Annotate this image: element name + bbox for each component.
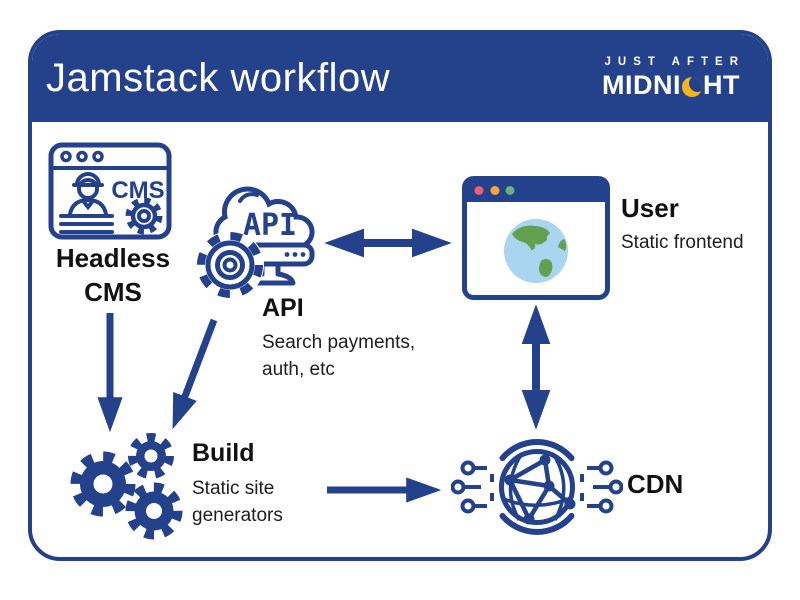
api-cloud-icon: API xyxy=(196,186,315,299)
user-node-label: User Static frontend xyxy=(621,193,744,256)
gear-icon xyxy=(70,451,136,517)
gear-icon xyxy=(125,482,183,540)
logo-midnight-pre: MIDNI xyxy=(602,70,681,101)
build-title: Build xyxy=(192,439,255,467)
cdn-title: CDN xyxy=(627,469,684,499)
person-icon xyxy=(68,172,108,216)
build-subtitle-line1: Static site xyxy=(192,478,275,499)
logo-midnight-post: HT xyxy=(703,70,740,101)
user-browser-icon xyxy=(462,176,610,300)
browser-titlebar xyxy=(464,178,608,202)
arrow-api-to-build xyxy=(172,318,218,430)
api-title: API xyxy=(262,294,304,322)
page-title: Jamstack workflow xyxy=(46,55,391,100)
user-title: User xyxy=(621,193,679,223)
build-node-label: Build Static site generators xyxy=(192,438,283,529)
build-subtitle-line2: generators xyxy=(192,505,283,526)
api-subtitle-line1: Search payments, xyxy=(262,332,416,353)
api-subtitle-line2: auth, etc xyxy=(262,359,335,380)
cms-title-line1: Headless xyxy=(55,243,171,273)
crescent-moon-icon xyxy=(682,76,702,97)
logo-line1: JUST AFTER xyxy=(604,55,745,68)
cms-node-label: Headless CMS xyxy=(40,241,186,309)
api-node-label: API Search payments, auth, etc xyxy=(262,293,415,383)
gear-icon xyxy=(196,231,264,299)
cdn-node-label: CDN xyxy=(627,469,683,500)
logo-line2: MIDNI HT xyxy=(602,72,740,99)
diagram-card: Jamstack workflow JUST AFTER MIDNI HT xyxy=(28,30,772,561)
diagram-header: Jamstack workflow JUST AFTER MIDNI HT xyxy=(32,34,768,122)
window-dot-green xyxy=(505,186,515,195)
globe-icon xyxy=(504,219,568,283)
circuit-right-icon xyxy=(580,460,623,514)
cms-title-line2: CMS xyxy=(84,277,142,307)
gear-icon xyxy=(128,433,174,479)
cdn-network-icon xyxy=(451,439,623,535)
text-lines-icon xyxy=(59,214,114,234)
gear-icon xyxy=(125,197,163,235)
headless-cms-icon: CMS xyxy=(48,142,172,240)
cms-icon-text: CMS xyxy=(111,177,164,204)
window-dot-red xyxy=(474,186,484,195)
user-subtitle: Static frontend xyxy=(621,232,744,254)
window-dot-orange xyxy=(490,186,500,195)
circuit-left-icon xyxy=(451,460,494,514)
api-icon-text: API xyxy=(243,208,297,243)
build-gears-icon xyxy=(70,433,183,540)
